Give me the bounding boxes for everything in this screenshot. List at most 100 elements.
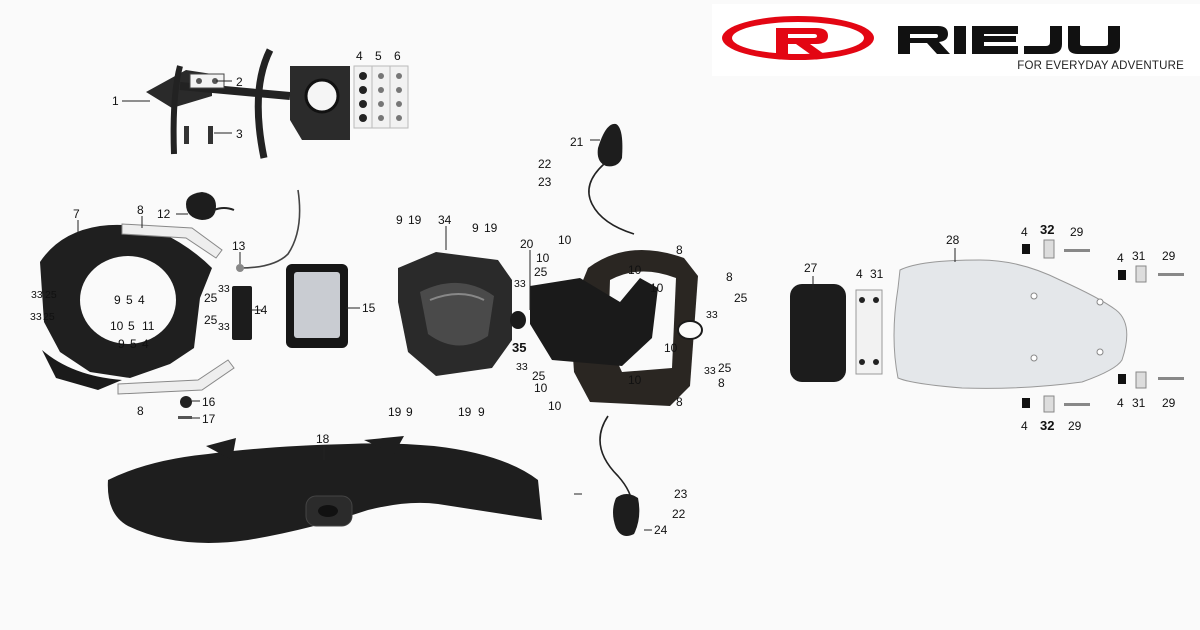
- callout-33: 33: [706, 309, 718, 321]
- front-bracket-part: [146, 48, 350, 159]
- callout-33: 33: [30, 311, 42, 323]
- callout-31: 31: [870, 267, 884, 281]
- callout-29: 29: [1070, 225, 1084, 239]
- callout-6: 6: [394, 49, 401, 63]
- callout-5: 5: [126, 293, 133, 307]
- callout-20: 20: [520, 237, 534, 251]
- callout-31: 31: [1132, 249, 1146, 263]
- callout-32: 32: [1040, 222, 1054, 237]
- callout-25: 25: [734, 291, 748, 305]
- callout-25: 25: [45, 289, 57, 301]
- callout-29: 29: [1068, 419, 1082, 433]
- brand-tagline: FOR EVERYDAY ADVENTURE: [1017, 60, 1184, 72]
- callout-33: 33: [704, 365, 716, 377]
- callout-10: 10: [664, 341, 678, 355]
- callout-1: 1: [112, 94, 119, 108]
- callout-29: 29: [1162, 249, 1176, 263]
- callout-4: 4: [1117, 396, 1124, 410]
- callout-4: 4: [1117, 251, 1124, 265]
- callout-19: 19: [484, 221, 498, 235]
- callout-9: 9: [396, 213, 403, 227]
- callout-8: 8: [726, 270, 733, 284]
- callout-9: 9: [114, 293, 121, 307]
- callout-14: 14: [254, 303, 268, 317]
- headlight-part: [398, 252, 512, 376]
- callout-8-bottom: 8: [137, 404, 144, 418]
- dash-cover-part: [232, 286, 252, 340]
- clip-part: [178, 416, 192, 419]
- callout-10: 10: [628, 373, 642, 387]
- callout-34: 34: [438, 213, 452, 227]
- callout-33: 33: [31, 289, 43, 301]
- windscreen-part: [893, 259, 1128, 389]
- callout-8-top: 8: [137, 203, 144, 217]
- callout-9: 9: [118, 337, 125, 351]
- callout-12: 12: [157, 207, 171, 221]
- callout-10: 10: [534, 381, 548, 395]
- callout-8: 8: [718, 376, 725, 390]
- usb-socket-part: [186, 192, 235, 220]
- callout-25: 25: [718, 361, 732, 375]
- callout-25: 25: [204, 313, 218, 327]
- callout-25: 25: [532, 369, 546, 383]
- windscreen-hardware: [1022, 239, 1184, 413]
- callout-22: 22: [538, 157, 552, 171]
- callout-9: 9: [472, 221, 479, 235]
- callout-10: 10: [548, 399, 562, 413]
- callout-33: 33: [514, 278, 526, 290]
- callout-17: 17: [202, 412, 216, 426]
- callout-4: 4: [138, 293, 145, 307]
- callout-19: 19: [408, 213, 422, 227]
- rieju-logo-mark: [722, 16, 1120, 60]
- callout-25: 25: [534, 265, 548, 279]
- mounting-strip-parts: [117, 223, 235, 395]
- dash-cable-part: [236, 189, 301, 272]
- front-mudguard-part: [107, 436, 543, 543]
- callout-33: 33: [218, 283, 230, 295]
- front-turn-signal-part: [588, 123, 635, 235]
- callout-25: 25: [204, 291, 218, 305]
- callout-25: 25: [43, 311, 55, 323]
- callout-4: 4: [356, 49, 363, 63]
- callout-7: 7: [73, 207, 80, 221]
- callout-27: 27: [804, 261, 818, 275]
- callout-4: 4: [142, 337, 149, 351]
- spacer-plate-part: [855, 289, 883, 375]
- callout-10: 10: [536, 251, 550, 265]
- callout-18: 18: [316, 432, 330, 446]
- instrument-display-part: [286, 264, 348, 348]
- callout-29: 29: [1162, 396, 1176, 410]
- callout-23: 23: [538, 175, 552, 189]
- callout-21: 21: [570, 135, 584, 149]
- callout-35: 35: [512, 340, 526, 355]
- callout-33: 33: [218, 321, 230, 333]
- callout-19: 19: [458, 405, 472, 419]
- callout-5: 5: [128, 319, 135, 333]
- callout-10: 10: [110, 319, 124, 333]
- callout-24: 24: [654, 523, 668, 537]
- front-turn-signal-lower-part: [613, 494, 640, 536]
- callout-11: 11: [142, 319, 155, 333]
- callout-9: 9: [478, 405, 485, 419]
- callout-10: 10: [628, 263, 642, 277]
- callout-4: 4: [856, 267, 863, 281]
- callout-3: 3: [236, 127, 243, 141]
- inner-fairing-part: [40, 224, 212, 390]
- callout-23: 23: [674, 487, 688, 501]
- callout-5: 5: [375, 49, 382, 63]
- callout-16: 16: [202, 395, 216, 409]
- windscreen-bracket-part: [790, 284, 846, 382]
- callout-13: 13: [232, 239, 246, 253]
- headlight-grommet-part: [510, 311, 526, 329]
- callout-8: 8: [676, 243, 683, 257]
- callout-15: 15: [362, 301, 376, 315]
- callout-numbers: 1 2 3 4 5 6 7 8 12 13 14 15 33 25 9 5 4 …: [30, 49, 1176, 537]
- callout-10: 10: [650, 281, 664, 295]
- callout-32: 32: [1040, 418, 1054, 433]
- callout-33: 33: [516, 361, 528, 373]
- grommet-part: [180, 396, 192, 408]
- callout-4: 4: [1021, 419, 1028, 433]
- callout-19: 19: [388, 405, 402, 419]
